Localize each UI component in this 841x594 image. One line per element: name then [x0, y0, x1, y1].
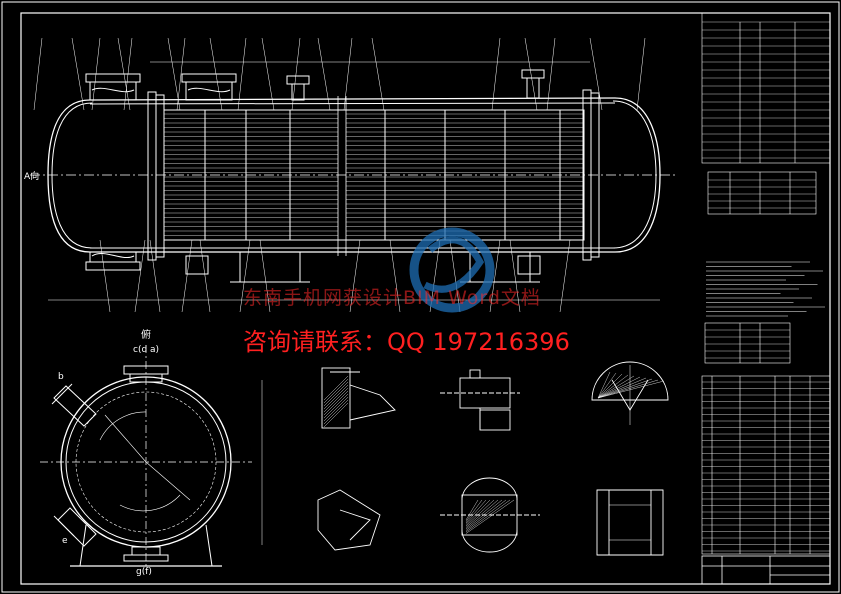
- drawing-line: [559, 239, 571, 313]
- drawing-line: [597, 377, 647, 399]
- part-leader-lines: [33, 37, 646, 313]
- drawing-line: [465, 499, 479, 521]
- drawing-line: [323, 402, 349, 428]
- drawing-line: [465, 499, 483, 522]
- drawing-line: [123, 37, 133, 111]
- drawing-line: [134, 239, 146, 313]
- watermark-line-2: 咨询请联系：QQ 197216396: [243, 328, 570, 356]
- drawing-line: [167, 37, 181, 111]
- small-parts-table: [704, 322, 791, 364]
- drawing-line: [465, 499, 491, 525]
- nozzle-table: [707, 171, 817, 215]
- drawing-line: [91, 37, 101, 111]
- drawing-line: [465, 499, 495, 527]
- drawing-line: [261, 37, 275, 111]
- drawing-line: [597, 371, 611, 399]
- drawing-line: [239, 239, 251, 313]
- drawing-line: [176, 37, 186, 111]
- drawing-line: [371, 37, 385, 111]
- drawing-line: [597, 373, 623, 399]
- inner-frame: [20, 12, 831, 585]
- drawing-line: [465, 499, 503, 530]
- drawing-line: [597, 378, 653, 399]
- detail-hatching: [323, 371, 665, 534]
- drawing-line: [465, 499, 487, 524]
- drawing-line: [181, 239, 193, 313]
- nozzle-e-label: e: [62, 536, 68, 546]
- drawing-line: [71, 37, 85, 111]
- drawing-line: [449, 239, 461, 313]
- technical-notes: [706, 261, 825, 317]
- drawing-line: [323, 393, 349, 419]
- drawing-line: [323, 381, 349, 407]
- vessel-elevation: [30, 61, 675, 301]
- drawing-line: [259, 239, 271, 313]
- drawing-line: [597, 380, 665, 399]
- drawing-line: [465, 499, 515, 534]
- drawing-line: [491, 37, 501, 111]
- drawing-line: [323, 390, 349, 416]
- drawing-line: [509, 239, 521, 313]
- section-view-label: 俯: [141, 328, 151, 341]
- drawing-line: [489, 239, 501, 313]
- detail-views: [317, 361, 669, 556]
- nozzle-top-label: c(d a): [133, 345, 159, 355]
- axis-a-label: A向: [24, 170, 39, 182]
- drawing-line: [323, 375, 349, 401]
- drawing-line: [546, 37, 556, 111]
- drawing-line: [597, 372, 617, 399]
- drawing-line: [343, 37, 353, 111]
- drawing-line: [323, 396, 349, 422]
- drawing-line: [465, 499, 507, 531]
- drawing-line: [323, 378, 349, 404]
- drawing-line: [597, 379, 659, 399]
- drawing-line: [465, 499, 511, 533]
- drawing-line: [99, 239, 111, 313]
- drawing-line: [291, 37, 301, 111]
- drawing-line: [597, 374, 629, 399]
- nozzle-b-label: b: [58, 372, 64, 382]
- drawing-line: [349, 239, 361, 313]
- drawing-line: [524, 37, 538, 111]
- technical-data-table: [701, 12, 831, 164]
- drawing-line: [323, 399, 349, 425]
- section-view: [40, 345, 263, 570]
- drawing-line: [237, 37, 247, 111]
- drawing-line: [389, 239, 401, 313]
- drawing-line: [589, 37, 603, 111]
- drawing-line: [149, 239, 161, 313]
- title-block: [701, 555, 831, 585]
- drawing-line: [33, 37, 43, 111]
- drawing-line: [117, 37, 131, 111]
- parts-list-table: [701, 375, 831, 555]
- drawing-line: [323, 384, 349, 410]
- drawing-line: [317, 37, 331, 111]
- drawing-line: [209, 37, 223, 111]
- drawing-line: [636, 37, 646, 111]
- drawing-line: [465, 499, 499, 528]
- drawing-line: [199, 239, 211, 313]
- drawing-line: [597, 376, 641, 399]
- tube-bundle-lines: [164, 113, 584, 236]
- logo-watermark: [409, 227, 495, 313]
- watermark-line-1: 东南手机网获设计BIM Word文档: [243, 287, 541, 309]
- drawing-line: [597, 375, 635, 399]
- drawing-line: [323, 387, 349, 413]
- nozzle-bottom-label: g(f): [136, 567, 152, 577]
